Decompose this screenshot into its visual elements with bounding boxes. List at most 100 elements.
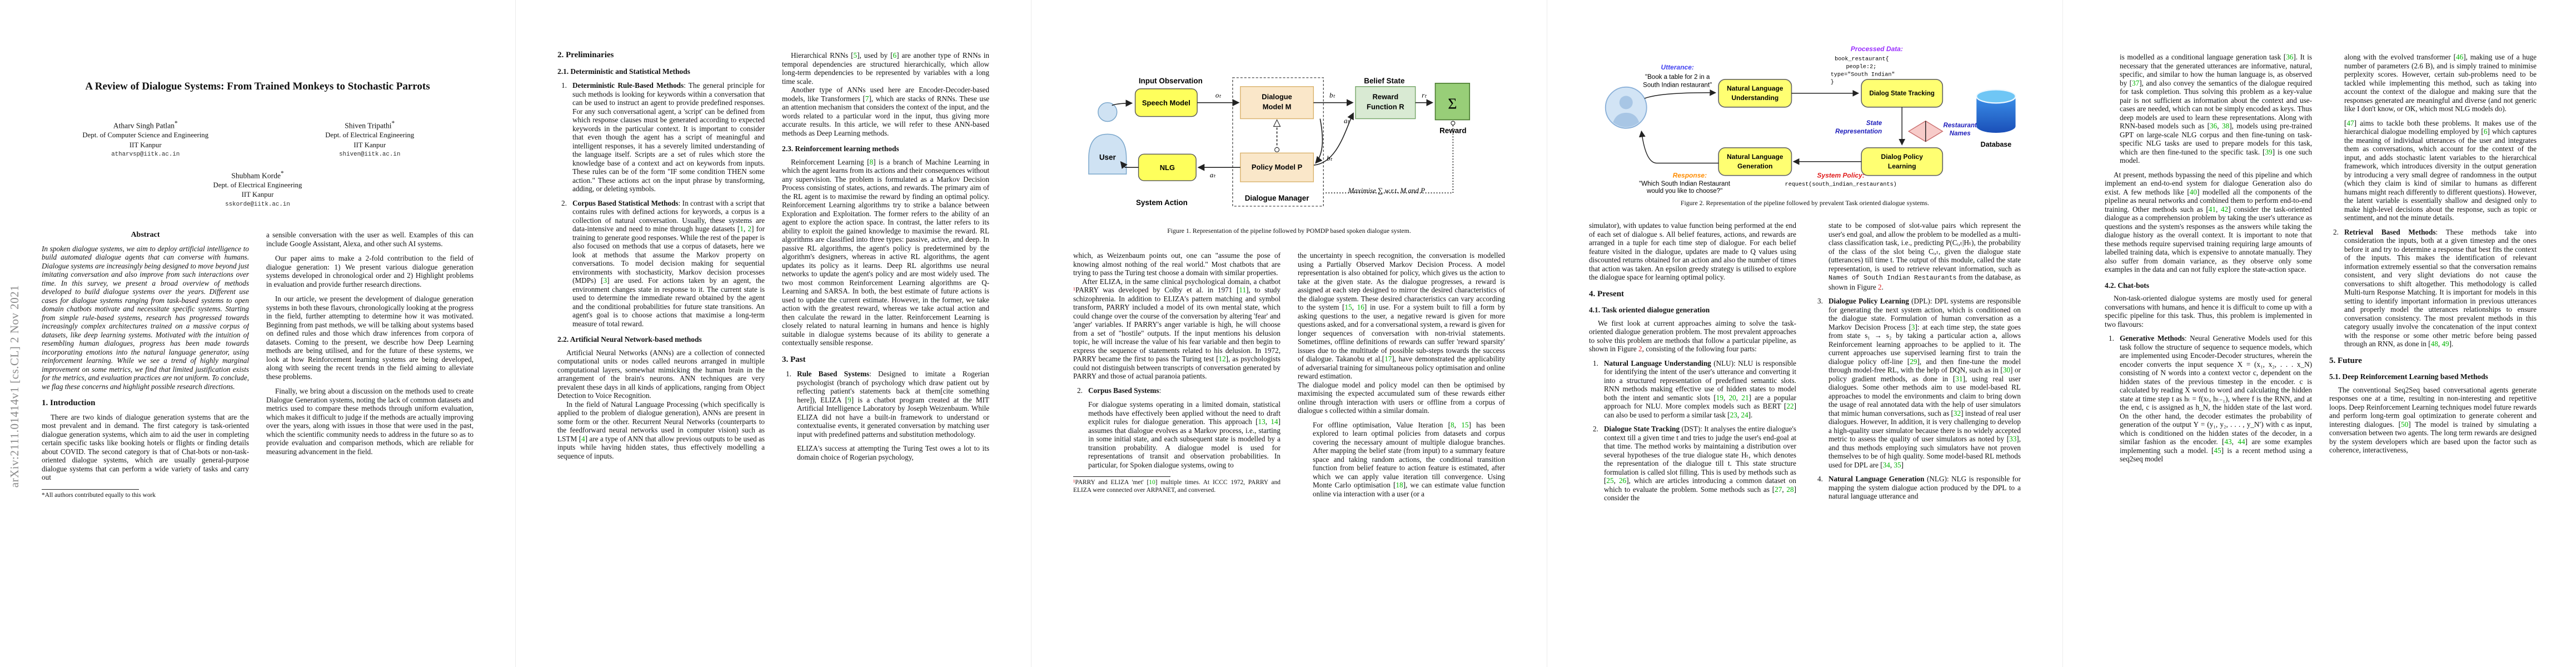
- author-name: Shiven Tripathi*: [345, 120, 395, 130]
- label-system-action: System Action: [1136, 198, 1188, 207]
- list-item: 2.Corpus Based Statistical Methods: In c…: [561, 198, 765, 328]
- page-title: A Review of Dialogue Systems: From Train…: [85, 81, 430, 92]
- paragraph: Artificial Neural Networks (ANNs) are a …: [557, 348, 765, 400]
- label-utterance: Utterance:: [1661, 63, 1694, 71]
- paragraph: Our paper aims to make a 2-fold contribu…: [266, 254, 474, 288]
- author-1: Atharv Singh Patlan* Dept. of Computer S…: [33, 119, 258, 160]
- paragraph: state to be composed of slot-value pairs…: [1828, 221, 2021, 291]
- open-triangle-connector: [1273, 119, 1281, 127]
- author-dept: Dept. of Computer Science and Engineerin…: [82, 131, 209, 140]
- paragraph: Reinforcement Learning [8] is a branch o…: [782, 157, 989, 347]
- paragraph: Hierarchical RNNs [5], used by [6] are a…: [782, 51, 989, 86]
- arrow-bt-to-policy: [1315, 118, 1323, 164]
- processed-data-line1: book_restaurant{: [1835, 56, 1889, 63]
- page2-column1: 2. Preliminaries 2.1. Deterministic and …: [557, 51, 765, 654]
- section-heading-preliminaries: 2. Preliminaries: [557, 51, 614, 59]
- sigma-box: [1434, 82, 1471, 121]
- label-a-t-2: aₜ: [1210, 171, 1215, 179]
- speech-model-box: [1134, 88, 1198, 117]
- user-icon-silhouette: [1611, 96, 1641, 127]
- policy-model-box: [1240, 152, 1314, 182]
- page4-column1: simulator), with updates to value functi…: [1589, 221, 1796, 655]
- author-email[interactable]: shiven@iitk.ac.in: [339, 151, 401, 158]
- label-dpl-2: Learning: [1888, 162, 1916, 170]
- dialogue-manager-dashed-box: [1232, 77, 1324, 207]
- author-footnote: *All authors contributed equally to this…: [42, 489, 249, 500]
- label-sigma: Σ: [1448, 96, 1457, 113]
- paragraph: Finally, we bring about a discussion on …: [266, 387, 474, 456]
- author-email[interactable]: sskorde@iitk.ac.in: [225, 201, 290, 208]
- figure1-pomdp-pipeline-diagram: Input Observation Belief State User Spee…: [1088, 77, 1471, 207]
- page2-column2: Hierarchical RNNs [5], used by [6] are a…: [782, 51, 989, 654]
- label-dialogue-model-1: Dialogue: [1262, 93, 1292, 101]
- figure1-caption: Figure 1. Representation of the pipeline…: [1167, 227, 1411, 235]
- subsection-heading-2-3: 2.3. Reinforcement learning methods: [782, 145, 899, 153]
- paragraph: There are two kinds of dialogue generati…: [42, 412, 249, 482]
- paragraph: which, as Weizenbaum points out, one can…: [1073, 251, 1280, 277]
- label-r-t: rₜ: [1422, 91, 1427, 99]
- user-icon: [1098, 102, 1118, 122]
- author-2: Shiven Tripathi* Dept. of Electrical Eng…: [258, 119, 482, 160]
- utterance-text-2: South Indian restaurant": [1643, 82, 1712, 89]
- author-institution: IIT Kanpur: [129, 141, 162, 149]
- figure-1: Input Observation Belief State User Spee…: [1073, 39, 1505, 213]
- paragraph: is modelled as a conditional language ge…: [2120, 53, 2312, 165]
- label-reward: Reward: [1439, 126, 1467, 135]
- page3-column2: the uncertainty in speech recognition, t…: [1298, 251, 1505, 585]
- page-3: Input Observation Belief State User Spee…: [1031, 0, 1547, 667]
- author-dept: Dept. of Electrical Engineering: [325, 131, 415, 140]
- paragraph: the uncertainty in speech recognition, t…: [1298, 251, 1505, 380]
- paragraph: [47] aims to tackle both these problems.…: [2344, 118, 2537, 222]
- paragraph: In our article, we present the developme…: [266, 295, 474, 381]
- list-item: 1.Rule Based Systems: Designed to imitat…: [786, 370, 989, 439]
- footnote-rule: [42, 489, 139, 490]
- paragraph: After ELIZA, in the same clinical psycho…: [1073, 277, 1280, 381]
- page-2: 2. Preliminaries 2.1. Deterministic and …: [515, 0, 1031, 667]
- figure2-caption: Figure 2. Representation of the pipeline…: [1680, 199, 1930, 207]
- author-institution: IIT Kanpur: [241, 191, 274, 199]
- nlu-box: [1718, 78, 1792, 108]
- page-5: is modelled as a conditional language ge…: [2062, 0, 2576, 667]
- page-1: arXiv:2111.01414v1 [cs.CL] 2 Nov 2021 A …: [0, 0, 515, 667]
- label-nlg-2: Generation: [1737, 162, 1772, 170]
- label-input-observation: Input Observation: [1139, 77, 1203, 85]
- page5-column2: along with the evolved transformer [46],…: [2329, 53, 2537, 653]
- figure2-task-oriented-pipeline-diagram: Utterance: "Book a table for 2 in a Sout…: [1605, 45, 2016, 195]
- arrow-nlg-to-user: [1120, 161, 1139, 169]
- page3-footnote: ¹PARRY and ELIZA 'met' [10] multiple tim…: [1073, 476, 1280, 494]
- label-processed-data: Processed Data:: [1851, 45, 1903, 53]
- label-o-t: oₜ: [1215, 91, 1221, 99]
- page-4: Utterance: "Book a table for 2 in a Sout…: [1547, 0, 2062, 667]
- paragraph: Non-task-oriented dialogue systems are m…: [2105, 294, 2312, 328]
- label-system-policy: System Policy:: [1817, 171, 1865, 179]
- label-nlg-1: Natural Language: [1727, 153, 1783, 161]
- section-heading-future: 5. Future: [2329, 356, 2362, 365]
- label-state-representation-1: State: [1866, 120, 1882, 127]
- paragraph: along with the evolved transformer [46],…: [2344, 53, 2537, 113]
- list-item: 1.Deterministic Rule-Based Methods: The …: [561, 81, 765, 193]
- system-policy-text: request(south_indian_restaurants): [1785, 181, 1897, 188]
- author-name: Atharv Singh Patlan*: [113, 120, 178, 130]
- author-email[interactable]: atharvsp@iitk.ac.in: [111, 151, 180, 158]
- subsection-heading-2-1: 2.1. Deterministic and Statistical Metho…: [557, 67, 690, 76]
- response-text-1: "Which South Indian Restaurant: [1639, 181, 1731, 187]
- label-dialogue-manager: Dialogue Manager: [1245, 194, 1310, 202]
- page1-column2: a sensible conversation with the user as…: [266, 231, 474, 559]
- response-text-2: would you like to choose?": [1646, 188, 1722, 194]
- section-heading-introduction: 1. Introduction: [42, 399, 96, 407]
- paragraph: The conventional Seq2Seq based conversat…: [2329, 385, 2537, 455]
- paragraph: simulator), with updates to value functi…: [1589, 221, 1796, 281]
- label-belief-state: Belief State: [1364, 77, 1405, 85]
- list-item: 3.Dialogue Policy Learning (DPL): DPL sy…: [1817, 297, 2021, 469]
- label-user: User: [1099, 153, 1117, 161]
- paragraph: The dialogue model and policy model can …: [1298, 380, 1505, 415]
- database-cylinder-body: [1976, 96, 2016, 133]
- label-database: Database: [1981, 141, 2012, 148]
- list-item: 4.Natural Language Generation (NLG): NLG…: [1817, 475, 2021, 500]
- paragraph: We first look at current approaches aimi…: [1589, 318, 1796, 354]
- subsection-heading-4-1: 4.1. Task oriented dialogue generation: [1589, 306, 1710, 314]
- processed-data-line2: people:2;: [1846, 63, 1876, 70]
- processed-data-line4: }: [1831, 79, 1834, 86]
- subsection-heading-2-2: 2.2. Artificial Neural Network-based met…: [557, 335, 702, 344]
